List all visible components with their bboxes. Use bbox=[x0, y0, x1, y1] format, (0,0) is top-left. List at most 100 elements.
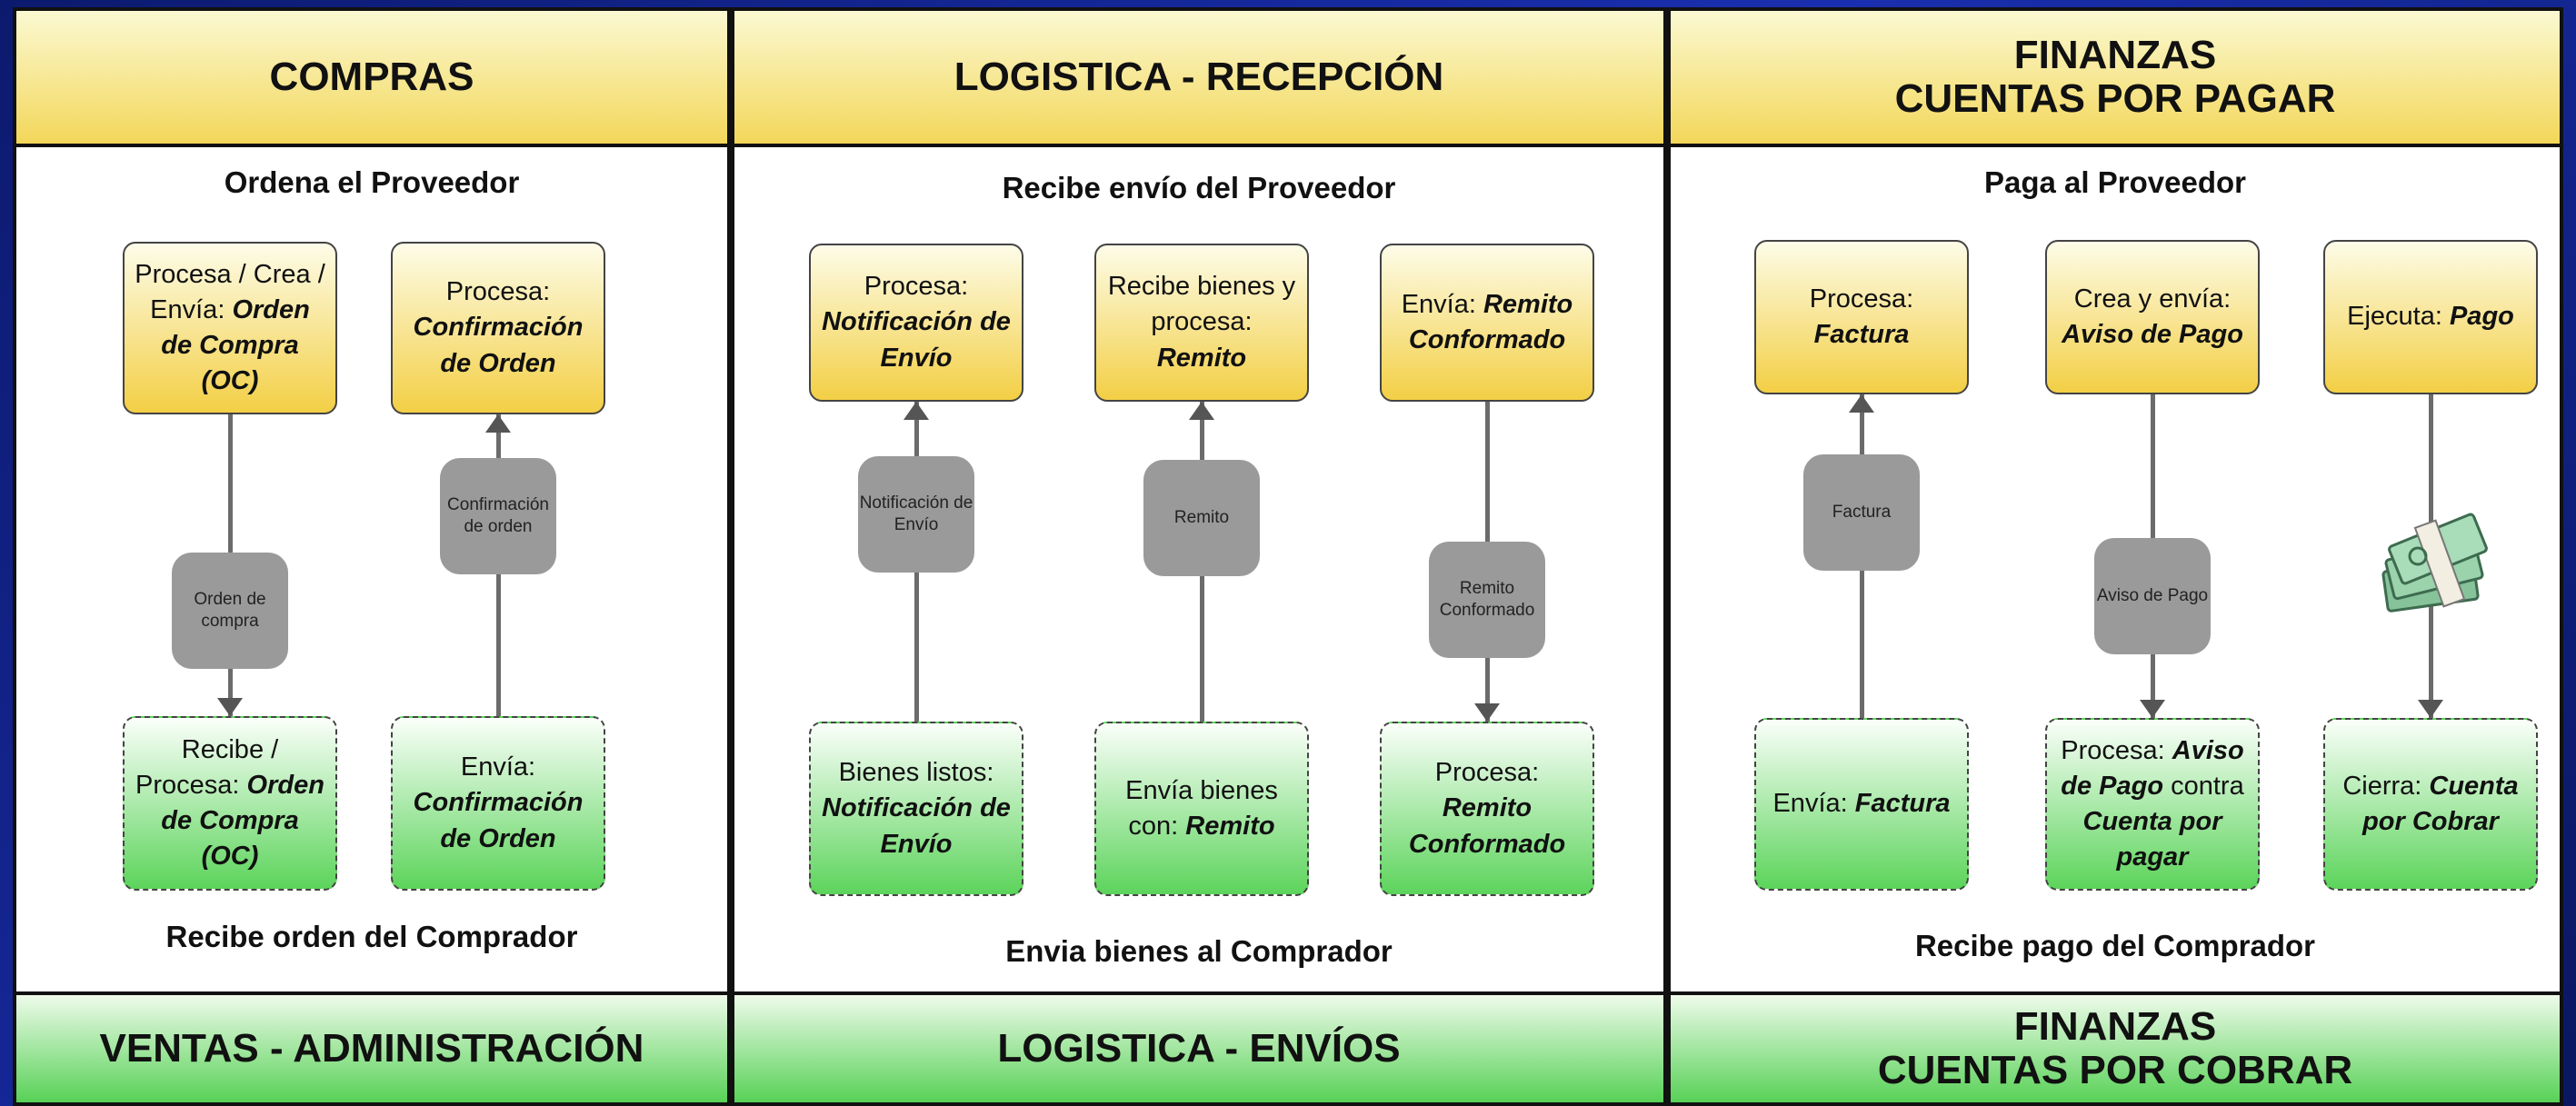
bottom-process-box-content: Bienes listos: Notificación de Envío bbox=[820, 755, 1013, 862]
bottom-process-box: Cierra: Cuenta por Cobrar bbox=[2323, 718, 2538, 891]
top-process-box: Recibe bienes y procesa: Remito bbox=[1094, 244, 1309, 402]
box-text: Procesa: bbox=[1809, 284, 1914, 314]
box-bold-text: Confirmación de Orden bbox=[413, 313, 584, 378]
arrow-up-icon bbox=[1849, 394, 1874, 413]
bottom-process-box-content: Envía bienes con: Remito bbox=[1105, 773, 1298, 844]
box-text: Recibe / Procesa: bbox=[135, 734, 279, 800]
top-process-box-content: Recibe bienes y procesa: Remito bbox=[1105, 269, 1298, 375]
bottom-process-box: Envía: Factura bbox=[1754, 718, 1969, 891]
box-bold-text: Pago bbox=[2449, 302, 2514, 332]
header-bottom-line: LOGISTICA - ENVÍOS bbox=[997, 1025, 1401, 1071]
top-process-box-content: Ejecuta: Pago bbox=[2347, 299, 2514, 334]
bottom-subtitle: Recibe orden del Comprador bbox=[165, 920, 578, 953]
box-bold-text: Cuenta por Cobrar bbox=[2362, 771, 2519, 836]
box-bold-text: Notificación de Envío bbox=[822, 793, 1011, 859]
box-text: Cierra: bbox=[2342, 771, 2430, 801]
header-top-line: LOGISTICA - RECEPCIÓN bbox=[954, 54, 1444, 99]
top-process-box-content: Procesa: Notificación de Envío bbox=[820, 269, 1013, 375]
top-subtitle: Paga al Proveedor bbox=[1984, 165, 2246, 199]
box-bold-text: Remito bbox=[1156, 343, 1247, 373]
top-process-box-content: Procesa: Factura bbox=[1765, 282, 1958, 353]
box-bold-text: Orden de Compra (OC) bbox=[161, 294, 310, 396]
header-top-line: FINANZAS bbox=[2013, 32, 2217, 77]
box-text-2: contra bbox=[2163, 771, 2244, 801]
top-process-box-content: Envía: Remito Conformado bbox=[1391, 287, 1583, 358]
top-process-box-content: Procesa: Confirmación de Orden bbox=[402, 274, 594, 381]
money-stack-icon bbox=[2367, 502, 2494, 620]
bottom-process-box: Envía bienes con: Remito bbox=[1094, 722, 1309, 896]
box-bold-text-2: Cuenta por pagar bbox=[2082, 807, 2222, 872]
box-text: Envía bienes con: bbox=[1125, 775, 1278, 841]
message-label: Aviso de Pago bbox=[2094, 538, 2211, 654]
box-text: Procesa: bbox=[445, 277, 551, 307]
top-process-box: Procesa: Factura bbox=[1754, 240, 1969, 394]
bottom-process-box: Bienes listos: Notificación de Envío bbox=[809, 722, 1023, 896]
top-process-box: Procesa: Notificación de Envío bbox=[809, 244, 1023, 402]
arrow-down-icon bbox=[1474, 703, 1500, 722]
box-text: Ejecuta: bbox=[2347, 302, 2450, 332]
bottom-process-box-content: Recibe / Procesa: Orden de Compra (OC) bbox=[134, 732, 326, 875]
top-process-box: Ejecuta: Pago bbox=[2323, 240, 2538, 394]
message-label: Notificación de Envío bbox=[858, 456, 974, 573]
box-bold-text: Aviso de Pago bbox=[2062, 320, 2243, 349]
top-process-box: Crea y envía: Aviso de Pago bbox=[2045, 240, 2260, 394]
message-label: Factura bbox=[1803, 454, 1920, 571]
panel-1: COMPRAS VENTAS - ADMINISTRACIÓN Ordena el … bbox=[13, 7, 731, 1106]
header-top: LOGISTICA - RECEPCIÓN bbox=[734, 11, 1663, 147]
arrow-down-icon bbox=[217, 698, 243, 716]
header-bottom-line: FINANZAS bbox=[2013, 1003, 2217, 1049]
arrow-down-icon bbox=[2140, 700, 2165, 718]
box-text: Procesa: bbox=[2061, 735, 2172, 765]
bottom-subtitle: Envia bienes al Comprador bbox=[1005, 934, 1393, 968]
header-top: COMPRAS bbox=[16, 11, 727, 147]
box-bold-text: Orden de Compra (OC) bbox=[161, 770, 324, 872]
arrow-down-icon bbox=[2418, 700, 2443, 718]
box-bold-text: Remito Conformado bbox=[1408, 793, 1566, 859]
panel-2: LOGISTICA - RECEPCIÓN LOGISTICA - ENVÍOS R… bbox=[731, 7, 1667, 1106]
box-text: Envía: bbox=[460, 752, 536, 782]
box-text: Crea y envía: bbox=[2073, 284, 2232, 314]
box-text: Recibe bienes y procesa: bbox=[1107, 272, 1296, 337]
message-label: Orden de compra bbox=[172, 553, 288, 669]
header-bottom: VENTAS - ADMINISTRACIÓN bbox=[16, 991, 727, 1102]
box-bold-text: Remito Conformado bbox=[1408, 289, 1573, 354]
box-text: Procesa / Crea / Envía: bbox=[135, 259, 325, 324]
header-bottom: LOGISTICA - ENVÍOS bbox=[734, 991, 1663, 1102]
bottom-process-box: Procesa: Remito Conformado bbox=[1380, 722, 1594, 896]
bottom-process-box: Envía: Confirmación de Orden bbox=[391, 716, 605, 891]
box-bold-text: Notificación de Envío bbox=[822, 307, 1011, 373]
box-bold-text: Factura bbox=[1854, 789, 1951, 819]
header-bottom-line: CUENTAS POR COBRAR bbox=[1877, 1048, 2353, 1092]
box-text: Procesa: bbox=[1434, 758, 1540, 788]
bottom-process-box: Recibe / Procesa: Orden de Compra (OC) bbox=[123, 716, 337, 891]
box-bold-text: Factura bbox=[1813, 320, 1910, 349]
bottom-process-box-content: Procesa: Aviso de Pago contra Cuenta por… bbox=[2056, 733, 2249, 876]
top-subtitle: Recibe envío del Proveedor bbox=[1002, 171, 1396, 204]
header-top-line: COMPRAS bbox=[269, 54, 474, 99]
header-top-line: CUENTAS POR PAGAR bbox=[1894, 76, 2336, 121]
bottom-process-box-content: Envía: Confirmación de Orden bbox=[402, 750, 594, 856]
top-process-box: Procesa / Crea / Envía: Orden de Compra … bbox=[123, 242, 337, 414]
process-diagram: COMPRAS VENTAS - ADMINISTRACIÓN Ordena el … bbox=[13, 7, 2563, 1106]
top-process-box: Procesa: Confirmación de Orden bbox=[391, 242, 605, 414]
bottom-process-box-content: Envía: Factura bbox=[1772, 786, 1950, 822]
top-subtitle: Ordena el Proveedor bbox=[224, 165, 520, 199]
top-process-box-content: Crea y envía: Aviso de Pago bbox=[2056, 282, 2249, 353]
box-text: Envía: bbox=[1401, 289, 1483, 319]
bottom-process-box-content: Cierra: Cuenta por Cobrar bbox=[2334, 769, 2527, 840]
message-label: Remito Conformado bbox=[1429, 542, 1545, 658]
arrow-up-icon bbox=[904, 402, 929, 420]
box-text: Envía: bbox=[1772, 789, 1855, 819]
bottom-subtitle: Recibe pago del Comprador bbox=[1914, 929, 2316, 962]
bottom-process-box-content: Procesa: Remito Conformado bbox=[1391, 755, 1583, 862]
box-bold-text: Remito bbox=[1185, 812, 1275, 841]
box-bold-text: Aviso de Pago bbox=[2061, 735, 2244, 801]
box-text: Bienes listos: bbox=[838, 758, 994, 788]
arrow-up-icon bbox=[1189, 402, 1214, 420]
header-bottom-line: VENTAS - ADMINISTRACIÓN bbox=[99, 1025, 644, 1071]
box-bold-text: Confirmación de Orden bbox=[413, 788, 584, 853]
arrow-up-icon bbox=[485, 414, 511, 433]
